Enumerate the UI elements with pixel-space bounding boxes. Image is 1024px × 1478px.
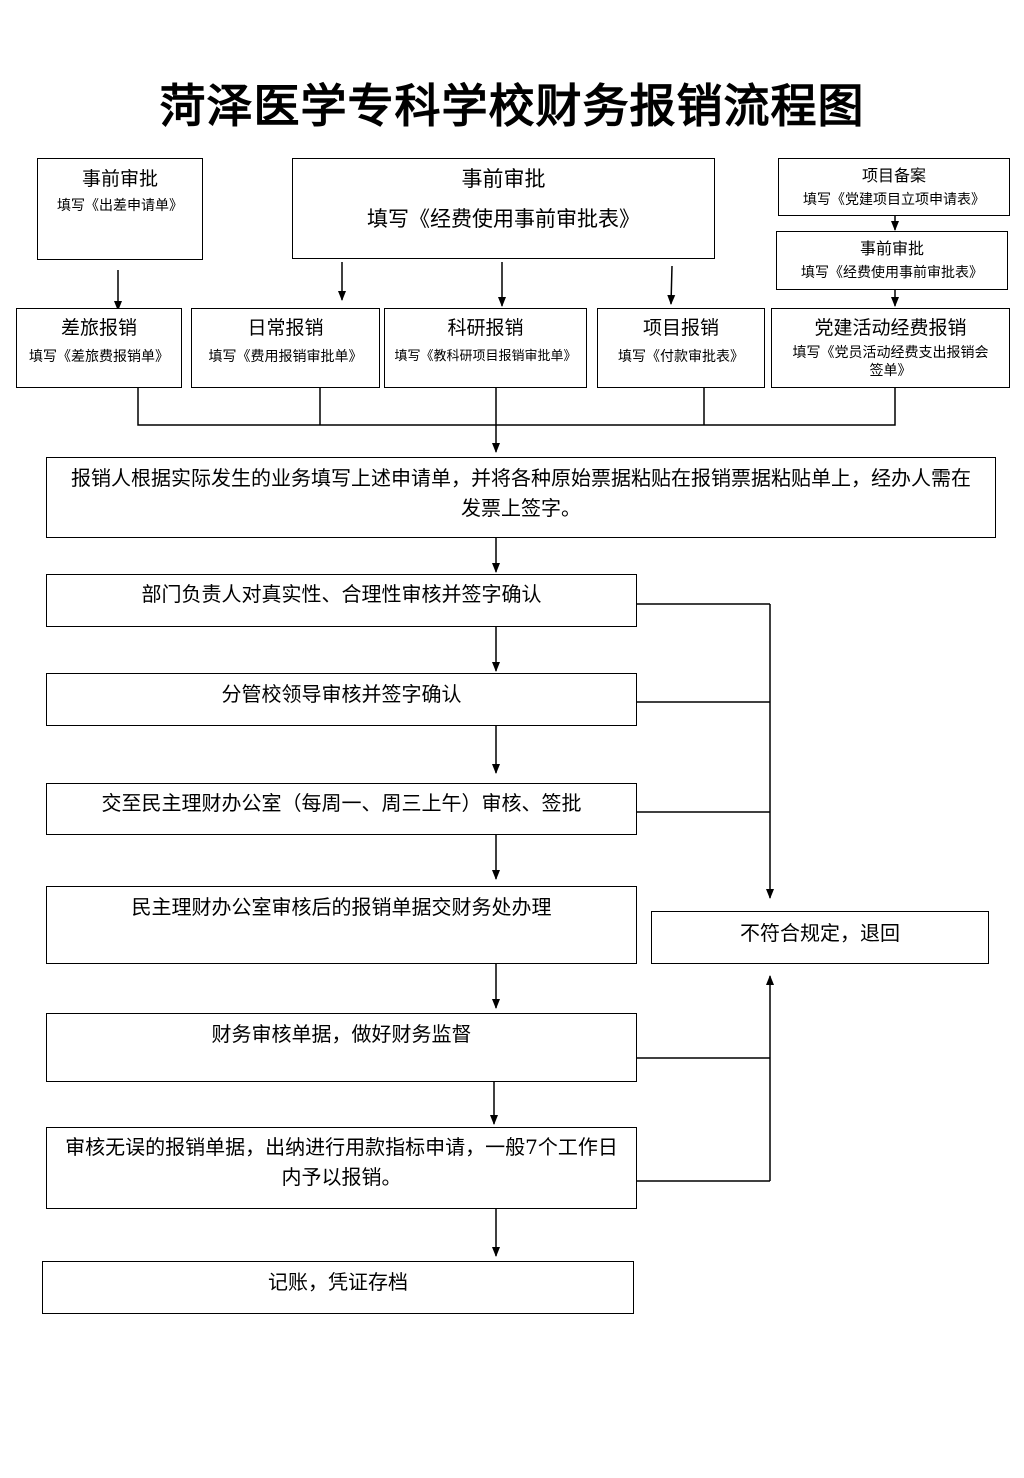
reject-box: 不符合规定，退回: [651, 911, 989, 964]
box-heading: 事前审批: [859, 239, 924, 258]
category-heading: 日常报销: [247, 317, 324, 339]
step-school-leader: 分管校领导审核并签字确认: [46, 673, 637, 726]
category-daily: 日常报销 填写《费用报销审批单》: [191, 308, 380, 388]
step-text: 民主理财办公室审核后的报销单据交财务处办理: [131, 895, 552, 919]
step-text: 财务审核单据，做好财务监督: [211, 1022, 472, 1046]
arrow-center-preapproval-to-project: [667, 265, 676, 305]
step-archive: 记账，凭证存档: [42, 1261, 634, 1314]
step-cashier: 审核无误的报销单据，出纳进行用款指标申请，一般7个工作日内予以报销。: [46, 1127, 637, 1209]
category-form: 填写《费用报销审批单》: [208, 349, 363, 365]
step-submit-finance: 民主理财办公室审核后的报销单据交财务处办理: [46, 886, 637, 964]
step-fill-forms: 报销人根据实际发生的业务填写上述申请单，并将各种原始票据粘贴在报销票据粘贴单上，…: [46, 457, 996, 538]
step-text: 交至民主理财办公室（每周一、周三上午）审核、签批: [101, 791, 582, 815]
step-text: 审核无误的报销单据，出纳进行用款指标申请，一般7个工作日内予以报销。: [65, 1135, 618, 1189]
category-heading: 项目报销: [642, 317, 719, 339]
box-form: 填写《经费使用事前审批表》: [801, 265, 983, 281]
category-research: 科研报销 填写《教科研项目报销审批单》: [384, 308, 587, 388]
step-text: 部门负责人对真实性、合理性审核并签字确认: [141, 582, 542, 606]
category-travel: 差旅报销 填写《差旅费报销单》: [16, 308, 182, 388]
box-form: 填写《党建项目立项申请表》: [803, 192, 985, 208]
reject-text: 不符合规定，退回: [740, 921, 900, 945]
step-text: 分管校领导审核并签字确认: [221, 682, 462, 706]
step-dept-head: 部门负责人对真实性、合理性审核并签字确认: [46, 574, 637, 627]
category-form: 填写《付款审批表》: [618, 349, 744, 365]
box-heading: 事前审批: [461, 167, 546, 191]
category-form: 填写《差旅费报销单》: [29, 349, 169, 365]
category-project: 项目报销 填写《付款审批表》: [597, 308, 765, 388]
category-heading: 差旅报销: [60, 317, 137, 339]
box-form: 填写《经费使用事前审批表》: [367, 207, 640, 231]
step-finance-review: 财务审核单据，做好财务监督: [46, 1013, 637, 1082]
category-party: 党建活动经费报销 填写《党员活动经费支出报销会签单》: [771, 308, 1010, 388]
category-form: 填写《党员活动经费支出报销会签单》: [792, 345, 989, 379]
project-filing-box: 项目备案 填写《党建项目立项申请表》: [778, 158, 1010, 216]
step-text: 报销人根据实际发生的业务填写上述申请单，并将各种原始票据粘贴在报销票据粘贴单上，…: [71, 466, 971, 520]
pre-approval-box-right: 事前审批 填写《经费使用事前审批表》: [776, 231, 1008, 290]
box-heading: 项目备案: [861, 166, 926, 185]
merge-bus: [137, 388, 896, 426]
page-title: 菏泽医学专科学校财务报销流程图: [159, 79, 865, 133]
step-text: 记账，凭证存档: [268, 1270, 408, 1294]
pre-approval-box-left: 事前审批 填写《出差申请单》: [37, 158, 203, 260]
pre-approval-box-center: 事前审批 填写《经费使用事前审批表》: [292, 158, 715, 259]
step-democratic-office: 交至民主理财办公室（每周一、周三上午）审核、签批: [46, 783, 637, 835]
category-form: 填写《教科研项目报销审批单》: [394, 349, 577, 364]
box-form: 填写《出差申请单》: [57, 198, 183, 214]
box-heading: 事前审批: [81, 168, 158, 190]
category-heading: 党建活动经费报销: [814, 317, 967, 339]
category-heading: 科研报销: [447, 317, 524, 339]
